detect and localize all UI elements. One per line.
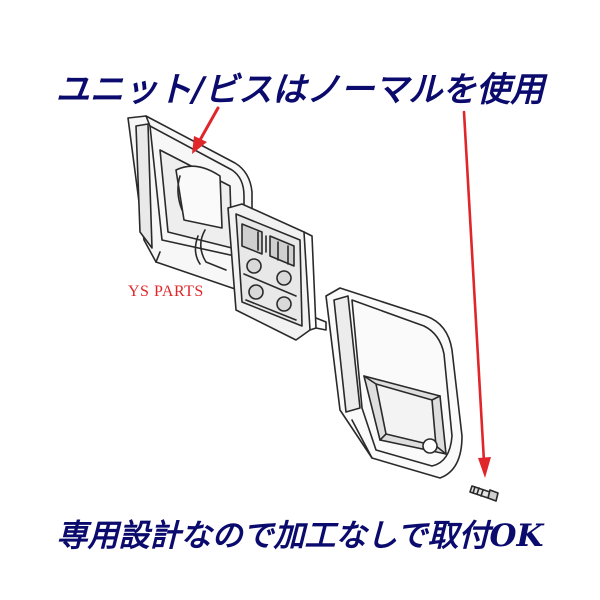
watermark: YS PARTS: [128, 283, 204, 300]
socket-unit: [227, 203, 327, 341]
screw: [469, 485, 499, 502]
rear-housing: [127, 115, 253, 291]
bottom-caption: 専用設計なので加工なしで取付OK: [56, 518, 544, 554]
arrow-icon: [478, 457, 491, 478]
top-caption: ユニット/ビスはノーマルを使用: [55, 70, 545, 110]
lens-cover: [325, 287, 463, 479]
arrow-to-screw: [462, 110, 491, 478]
arrow-to-unit: [192, 106, 220, 154]
arrow-icon: [192, 136, 207, 154]
